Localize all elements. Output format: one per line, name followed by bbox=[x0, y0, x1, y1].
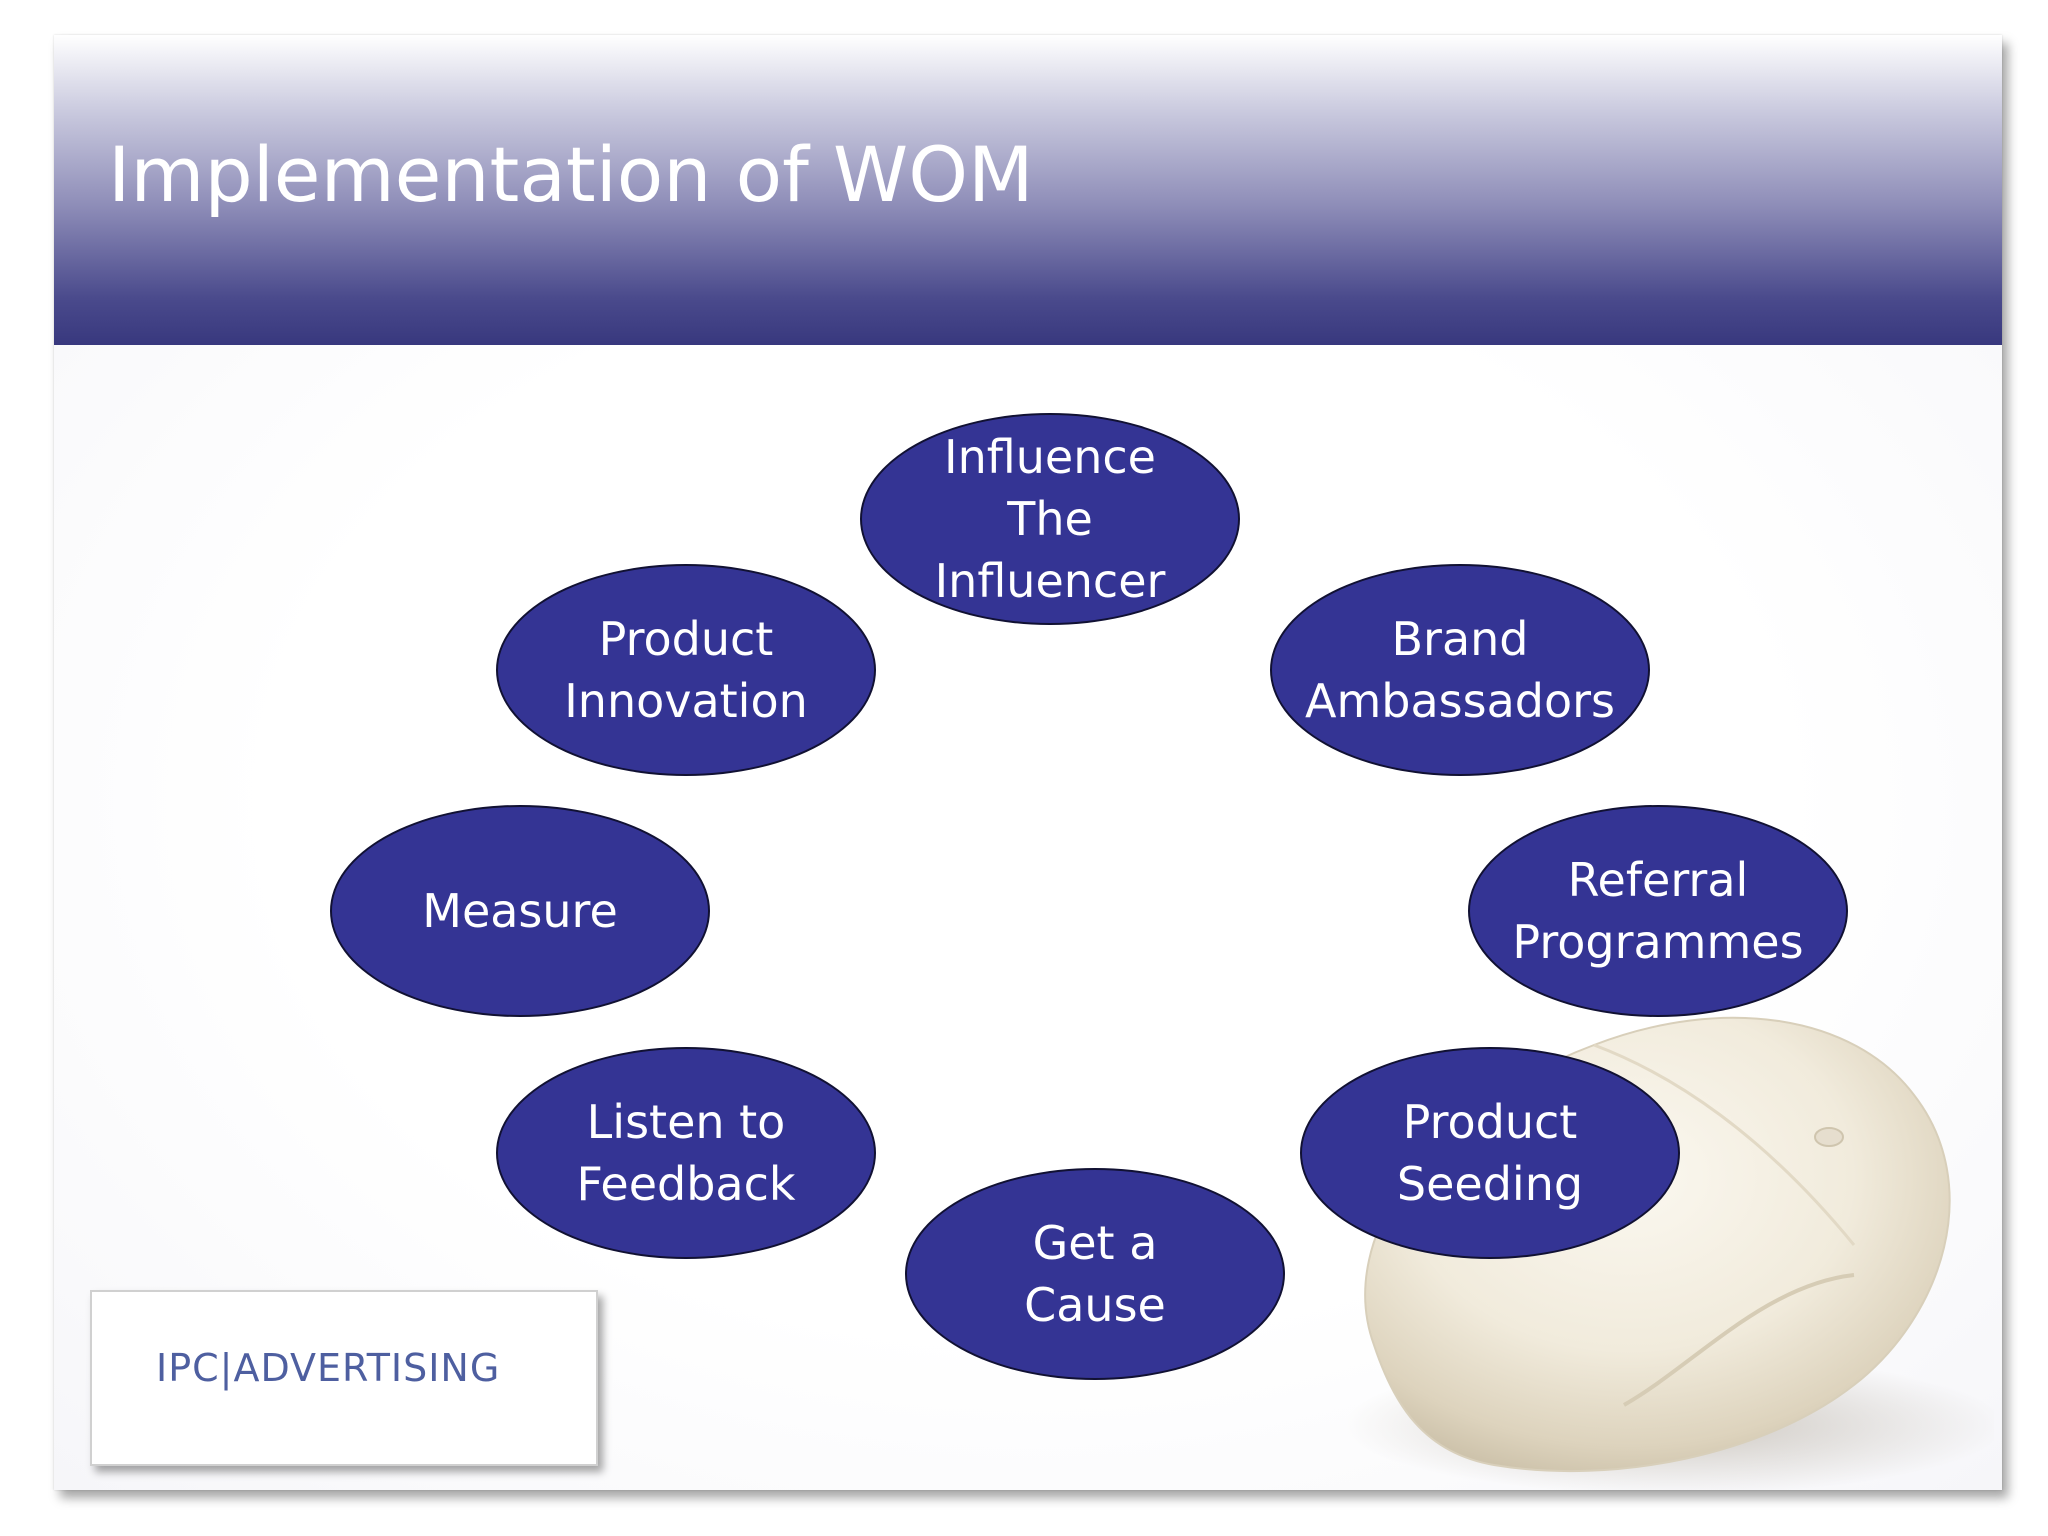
node-product-innovation: Product Innovation bbox=[496, 564, 876, 776]
slide-header: Implementation of WOM bbox=[54, 35, 2002, 345]
node-product-seeding: Product Seeding bbox=[1300, 1047, 1680, 1259]
node-label: Referral Programmes bbox=[1512, 853, 1804, 969]
node-influence-the-influencer: Influence The Influencer bbox=[860, 413, 1240, 625]
node-label: Influence The Influencer bbox=[934, 430, 1166, 608]
node-referral-programmes: Referral Programmes bbox=[1468, 805, 1848, 1017]
node-label: Product Innovation bbox=[564, 612, 808, 728]
node-listen-to-feedback: Listen to Feedback bbox=[496, 1047, 876, 1259]
slide-title: Implementation of WOM bbox=[108, 130, 1034, 219]
node-label: Measure bbox=[422, 884, 618, 938]
node-label: Get a Cause bbox=[1024, 1216, 1166, 1332]
node-get-a-cause: Get a Cause bbox=[905, 1168, 1285, 1380]
ipc-advertising-logo: IPC|ADVERTISING bbox=[90, 1290, 598, 1466]
node-measure: Measure bbox=[330, 805, 710, 1017]
node-label: Brand Ambassadors bbox=[1304, 612, 1615, 728]
node-label: Product Seeding bbox=[1396, 1095, 1584, 1211]
node-brand-ambassadors: Brand Ambassadors bbox=[1270, 564, 1650, 776]
logo-text: IPC|ADVERTISING bbox=[156, 1346, 501, 1390]
node-label: Listen to Feedback bbox=[576, 1095, 796, 1211]
